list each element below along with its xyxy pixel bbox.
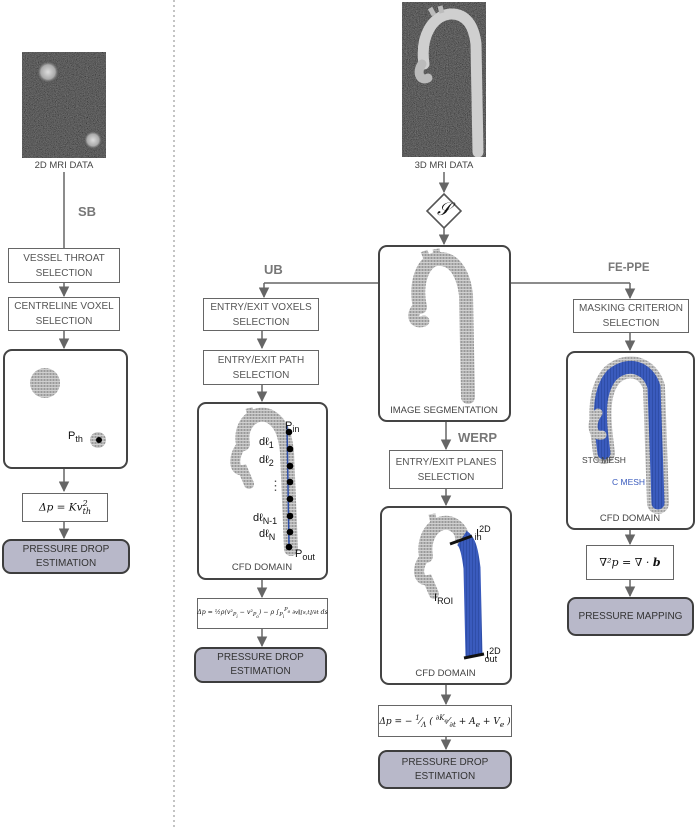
dots-label: ⋮	[269, 478, 282, 493]
stc-mesh-label: STC MESH	[582, 455, 626, 465]
ub-domain-caption: CFD DOMAIN	[231, 562, 293, 573]
werp-cfd-panel: I2Din IROI I2Dout CFD DOMAIN	[380, 506, 512, 685]
dln-label: dℓN	[259, 528, 276, 543]
mri-2d-image	[22, 52, 106, 158]
feppe-equation: ∇²p = ∇ · b	[586, 545, 674, 580]
sb-throat-panel: Pth	[3, 349, 128, 469]
feppe-aorta-graphic	[588, 356, 669, 514]
vessel-throat-selection-box: VESSEL THROAT SELECTION	[8, 248, 120, 283]
i-roi-label: IROI	[434, 592, 454, 607]
p-out-label: Pout	[295, 548, 315, 563]
mri-2d-caption: 2D MRI DATA	[34, 160, 94, 171]
entry-exit-voxels-selection-box: ENTRY/EXIT VOXELS SELECTION	[203, 298, 319, 331]
werp-domain-caption: CFD DOMAIN	[415, 668, 476, 679]
entry-exit-planes-selection-box: ENTRY/EXIT PLANES SELECTION	[389, 450, 503, 489]
feppe-method-label: FE-PPE	[608, 262, 650, 274]
centreline-voxel-selection-box: CENTRELINE VOXEL SELECTION	[8, 297, 120, 331]
segmentation-caption: IMAGE SEGMENTATION	[390, 405, 498, 416]
dl2-label: dℓ2	[259, 454, 274, 469]
werp-method-label: WERP	[458, 430, 497, 445]
ub-output-pill: PRESSURE DROP ESTIMATION	[194, 647, 327, 683]
feppe-cfd-panel: STC MESH C MESH CFD DOMAIN	[566, 351, 695, 530]
sb-output-pill: PRESSURE DROP ESTIMATION	[2, 539, 130, 574]
p-th-label: Pth	[68, 430, 83, 445]
inlet-plane	[449, 534, 473, 546]
ub-cfd-panel: Pin dℓ1 dℓ2 ⋮ dℓN-1 dℓN Pout CFD DOMAIN	[197, 402, 328, 580]
mri-3d-image	[402, 2, 486, 157]
segmentation-panel: IMAGE SEGMENTATION	[378, 245, 511, 422]
p-in-label: Pin	[285, 420, 300, 435]
path-points	[285, 428, 294, 551]
mri-3d-caption: 3D MRI DATA	[414, 160, 474, 171]
throat-point	[96, 437, 102, 443]
segmentation-operator: 𝒮	[425, 192, 463, 230]
i-in-label: I2Din	[474, 524, 491, 542]
werp-equation: Δp = − 1⁄Λ ( ∂Ke⁄∂t + Ae + Ve )	[378, 705, 512, 737]
feppe-output-pill: PRESSURE MAPPING	[567, 597, 694, 636]
segmentation-symbol: 𝒮	[437, 199, 451, 220]
dl1-label: dℓ1	[259, 436, 274, 451]
sb-throat-graphic	[30, 368, 106, 448]
segmentation-graphic	[408, 248, 475, 404]
c-mesh-label: C MESH	[612, 477, 646, 487]
feppe-domain-caption: CFD DOMAIN	[599, 513, 661, 524]
outlet-plane	[463, 652, 485, 660]
ub-equation: Δp = ½ρ(v²Pi − v²Po) − ρ ∫PiPo ∂v∥[s,t]/…	[197, 598, 328, 629]
masking-criterion-selection-box: MASKING CRITERION SELECTION	[573, 299, 689, 333]
ub-method-label: UB	[264, 262, 283, 277]
sb-equation: Δp = Kv2th	[22, 493, 108, 522]
sb-method-label: SB	[78, 204, 97, 219]
werp-output-pill: PRESSURE DROP ESTIMATION	[378, 750, 512, 789]
diamond-shape	[425, 192, 463, 230]
ub-aorta-graphic	[230, 407, 298, 556]
i-out-label: I2Dout	[484, 646, 501, 664]
werp-aorta-graphic	[414, 513, 485, 660]
dln1-label: dℓN-1	[253, 512, 278, 527]
entry-exit-path-selection-box: ENTRY/EXIT PATH SELECTION	[203, 350, 319, 385]
